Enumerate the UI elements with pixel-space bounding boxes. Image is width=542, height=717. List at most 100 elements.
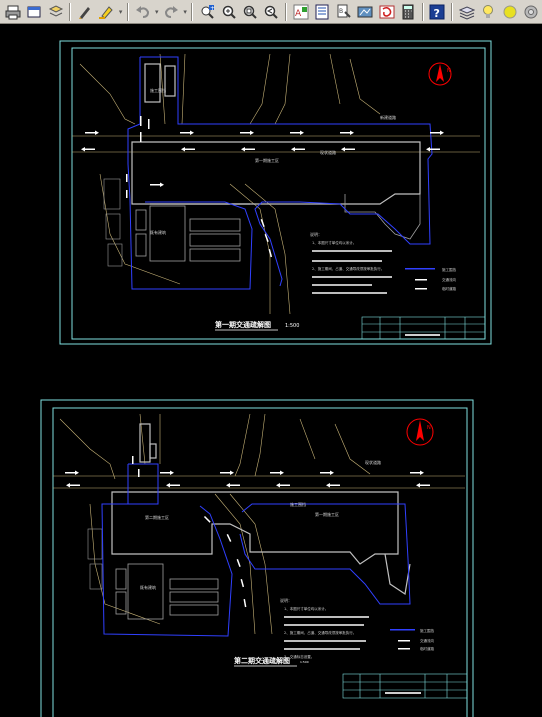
highlighter-icon xyxy=(99,5,114,19)
gear-button[interactable] xyxy=(520,1,541,23)
model-space[interactable]: 施工围挡 第一期施工区 现状道路 新建道路 既有建筑 N 说明： 1、本图尺寸单… xyxy=(0,24,542,717)
pan-icon: + xyxy=(201,4,215,19)
svg-text:B: B xyxy=(339,8,343,15)
label-road: 现状道路 xyxy=(365,459,381,465)
pan-button[interactable]: + xyxy=(196,1,217,23)
undo-icon xyxy=(135,5,149,18)
redo-icon xyxy=(164,5,178,18)
legend-item-1: 施工围挡 xyxy=(420,628,434,633)
station-structure xyxy=(111,423,411,596)
sheet-border-outer xyxy=(59,40,492,345)
station-structure xyxy=(131,63,421,205)
traffic-flow-arrows xyxy=(81,116,444,258)
existing-roads xyxy=(53,413,465,635)
design-center-icon: B xyxy=(337,4,351,18)
sheet-border-inner xyxy=(71,47,486,340)
notes-title: 说明： xyxy=(310,231,322,237)
highlight-button[interactable] xyxy=(96,1,117,23)
highlight-dropdown[interactable]: ▾ xyxy=(118,7,123,16)
north-arrow: N xyxy=(428,62,452,86)
label-station-left: 第二期施工区 xyxy=(145,514,169,520)
layers-icon xyxy=(48,4,63,17)
sheet-border-inner xyxy=(52,407,468,717)
north-arrow: N xyxy=(406,418,434,446)
text-style-button[interactable]: A xyxy=(290,1,311,23)
north-label: N xyxy=(447,68,451,74)
site-facilities xyxy=(135,194,421,262)
toolbar-separator xyxy=(126,2,129,21)
zoom-window-button[interactable] xyxy=(239,1,260,23)
print-icon xyxy=(5,5,21,19)
layer-props-button[interactable] xyxy=(45,1,66,23)
note-1: 1、本图尺寸单位均以米计。 xyxy=(284,606,328,611)
redo-button[interactable] xyxy=(160,1,181,23)
toolbar-separator xyxy=(451,2,454,21)
drawing1-notes: 说明： 1、本图尺寸单位均以米计。 2、施工期间，占道、交通导改须按审批执行。 xyxy=(310,231,392,294)
construction-enclosure xyxy=(101,463,411,637)
properties-button[interactable] xyxy=(312,1,333,23)
redo-dropdown[interactable]: ▾ xyxy=(183,7,187,16)
legend-item-3: 临时道路 xyxy=(442,286,456,291)
drawing-sheet-1: 施工围挡 第一期施工区 现状道路 新建道路 既有建筑 N 说明： 1、本图尺寸单… xyxy=(59,40,492,345)
existing-buildings xyxy=(87,528,103,590)
drawing2-legend: 施工围挡 交通流向 临时道路 xyxy=(390,628,434,651)
toolbar-separator xyxy=(285,2,288,21)
sheet-border-outer xyxy=(40,399,474,717)
legend-item-1: 施工围挡 xyxy=(442,267,456,272)
open-button[interactable] xyxy=(23,1,44,23)
drawing-sheet-2: 第二期施工区 第一期施工区 施工围挡 现状道路 既有建筑 N 说明： 1、本图尺… xyxy=(40,399,474,717)
existing-roads xyxy=(72,53,480,315)
title-block xyxy=(342,673,468,699)
drawing-title: 第一期交通疏解图 xyxy=(215,320,271,329)
undo-button[interactable] xyxy=(132,1,153,23)
north-label: N xyxy=(427,425,431,431)
open-icon xyxy=(27,6,41,17)
drawing-canvas[interactable]: 施工围挡 第一期施工区 现状道路 新建道路 既有建筑 N 说明： 1、本图尺寸单… xyxy=(0,24,542,717)
help-button[interactable]: ? xyxy=(427,1,448,23)
drawing1-labels: 施工围挡 第一期施工区 现状道路 新建道路 既有建筑 xyxy=(150,87,396,235)
text-style-icon: A xyxy=(293,4,309,19)
zoom-realtime-button[interactable] xyxy=(218,1,239,23)
tool-palette-icon xyxy=(357,6,373,17)
svg-text:A: A xyxy=(295,9,302,19)
label-station-right: 第一期施工区 xyxy=(315,511,339,517)
sun-icon xyxy=(503,5,517,18)
zoom-previous-button[interactable] xyxy=(261,1,282,23)
layer-manager-button[interactable] xyxy=(456,1,477,23)
drawing-scale: 1:500 xyxy=(285,323,299,329)
undo-dropdown[interactable]: ▾ xyxy=(155,7,159,16)
legend-item-2: 交通流向 xyxy=(442,277,456,282)
drawing2-title: 第二期交通疏解图 1:500 xyxy=(234,656,309,667)
toolbar-separator xyxy=(69,2,72,21)
zoom-window-icon xyxy=(243,5,257,19)
design-center-button[interactable]: B xyxy=(333,1,354,23)
label-plate: 施工围挡 xyxy=(290,501,306,507)
markup-button[interactable] xyxy=(376,1,397,23)
calculator-icon xyxy=(402,4,414,19)
legend-item-2: 交通流向 xyxy=(420,638,434,643)
light-bulb-button[interactable] xyxy=(478,1,499,23)
drawing-title: 第二期交通疏解图 xyxy=(234,656,290,665)
label-plate: 施工围挡 xyxy=(150,87,166,93)
label-existing-road: 现状道路 xyxy=(320,149,336,155)
pen-button[interactable] xyxy=(74,1,95,23)
sun-button[interactable] xyxy=(499,1,520,23)
title-block xyxy=(361,316,486,340)
note-2: 2、施工期间，占道、交通导改须按审批执行。 xyxy=(284,630,356,635)
help-icon: ? xyxy=(429,4,445,20)
drawing-scale: 1:500 xyxy=(300,660,309,664)
markup-icon xyxy=(379,5,395,18)
zoom-realtime-icon xyxy=(222,5,236,19)
tool-palette-button[interactable] xyxy=(354,1,375,23)
light-bulb-icon xyxy=(483,4,494,18)
label-building: 既有建筑 xyxy=(150,229,166,235)
existing-buildings xyxy=(103,178,123,267)
note-2: 2、施工期间，占道、交通导改须按审批执行。 xyxy=(312,266,384,271)
pen-icon xyxy=(79,6,90,19)
label-new-road: 新建道路 xyxy=(380,114,396,120)
print-button[interactable] xyxy=(2,1,23,23)
toolbar-separator xyxy=(421,2,424,21)
note-3: 3、交通标志设置。 xyxy=(284,654,314,659)
calculator-button[interactable] xyxy=(397,1,418,23)
label-station: 第一期施工区 xyxy=(255,157,279,163)
